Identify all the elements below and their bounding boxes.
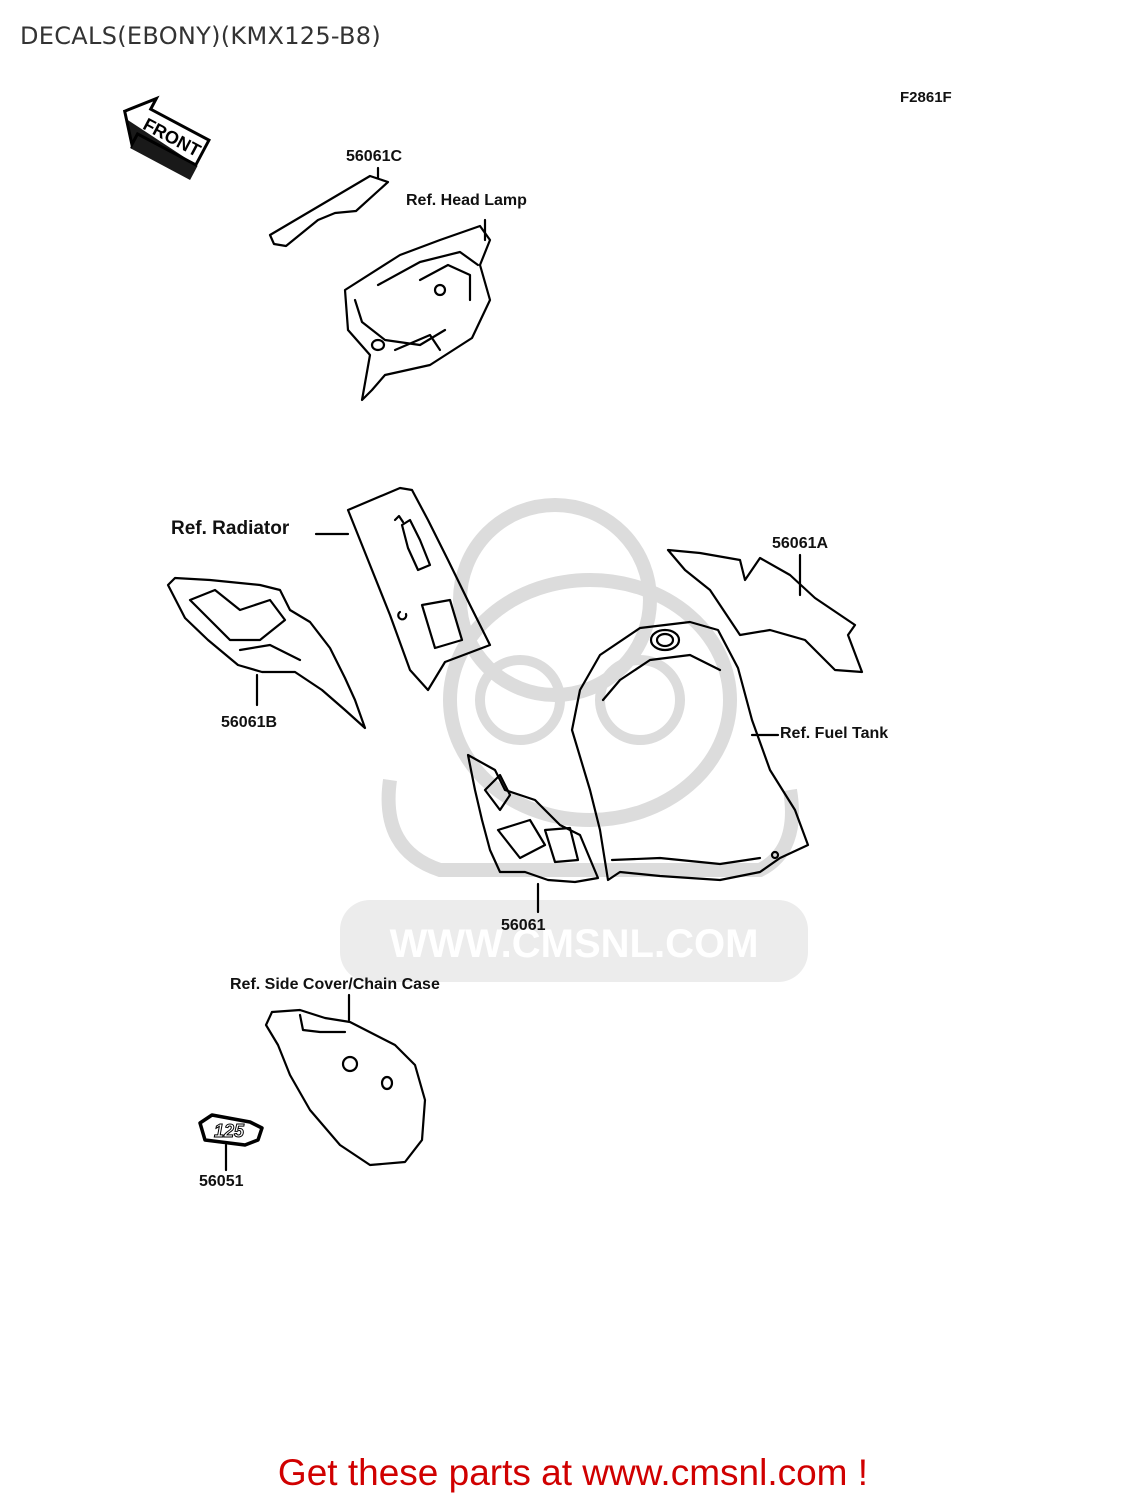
ref-fuel-tank-label: Ref. Fuel Tank [780, 725, 889, 742]
decal-56061a [666, 548, 864, 674]
part-number-56061: 56061 [501, 917, 546, 934]
side-cover [264, 993, 427, 1167]
part-number-56051: 56051 [199, 1173, 244, 1190]
head-lamp-housing [343, 218, 492, 402]
ref-head-lamp-label: Ref. Head Lamp [406, 192, 527, 209]
footer-link[interactable]: Get these parts at www.cmsnl.com ! [277, 1452, 869, 1493]
ref-radiator-label: Ref. Radiator [171, 518, 290, 539]
watermark-text: WWW.CMSNL.COM [390, 922, 759, 966]
decal-56061b [166, 576, 367, 730]
decal-56061c [268, 174, 390, 248]
front-arrow-icon: FRONT [122, 95, 211, 180]
part-number-56061b: 56061B [221, 714, 278, 731]
page-title: DECALS(EBONY)(KMX125-B8) [20, 22, 382, 50]
emblem-56051 [198, 1113, 264, 1172]
parts-diagram: WWW.CMSNL.COM FRONT [122, 95, 864, 1172]
figure-code: F2861F [900, 89, 952, 106]
fuel-tank [570, 620, 810, 882]
emblem-text: 125 [214, 1121, 245, 1141]
ref-side-cover-label: Ref. Side Cover/Chain Case [230, 976, 440, 993]
part-number-56061c: 56061C [346, 148, 403, 165]
watermark-logo [340, 498, 808, 982]
radiator-shroud [314, 486, 492, 692]
decal-56061 [466, 753, 600, 914]
part-number-56061a: 56061A [772, 535, 829, 552]
